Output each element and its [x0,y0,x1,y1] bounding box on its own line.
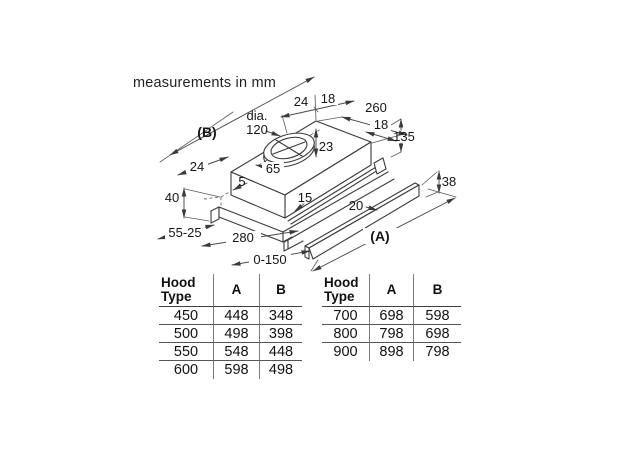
table-cell: 900 [333,344,358,360]
table-cell: 450 [159,307,213,325]
dim-label-18-right: 18 [374,117,388,132]
dim-label-24-top: 24 [294,94,308,109]
table-cell: 348 [260,307,302,325]
dimension-labels: (B) 24 18 260 dia. 120 18 135 23 24 5 65… [165,91,456,267]
leader-5 [232,182,248,191]
table-cell: 798 [425,344,450,360]
dim-label-65: 65 [266,161,280,176]
dim-label-A: (A) [370,228,389,244]
telescopic-rail [287,163,382,222]
table-cell: 548 [213,343,260,361]
table-cell: 800 [322,325,369,343]
dim-label-20: 20 [349,198,363,213]
table-cell: 700 [322,307,369,325]
dim-label-B: (B) [197,124,216,140]
table-cell: 448 [260,343,302,361]
dim-line-18-right [365,131,397,142]
leader-15 [294,203,305,212]
dim-label-23: 23 [319,139,333,154]
handle-bar-cap [304,245,310,260]
table-cell: 598 [213,361,260,379]
table-cell: 798 [369,325,414,343]
table-cell: 898 [369,343,414,361]
dim-label-15: 15 [298,190,312,205]
header-cell: B [260,274,302,307]
dim-label-dia: dia. [247,108,268,123]
dim-label-24-left: 24 [190,159,204,174]
dim-label-135: 135 [393,129,415,144]
dim-label-120: 120 [246,122,268,137]
table-cell: 550 [159,343,213,361]
table-cell: 498 [268,362,294,378]
dim-label-260: 260 [365,100,387,115]
header-cell: Hood Type [322,274,369,307]
slab-left-cap [210,206,220,224]
header-cell: A [369,274,414,307]
telescopic-rail [290,166,384,225]
dim-label-0-150: 0-150 [253,252,286,267]
dim-line-B [169,76,315,156]
dim-label-55-25: 55-25 [168,225,201,240]
table-cell: 448 [213,307,260,325]
hood-left-face [230,171,286,219]
hidden-edges [203,190,232,209]
table-cell: 500 [159,325,213,343]
header-cell: Hood Type [159,274,213,307]
dim-label-18-top: 18 [321,91,335,106]
mounting-bracket [373,157,387,175]
dim-label-280: 280 [232,230,254,245]
table-cell: 598 [414,307,461,325]
leader-dia-120 [265,130,281,137]
dim-label-40: 40 [165,190,179,205]
table-cell: 698 [369,307,414,325]
table-cell: 498 [213,325,260,343]
table-cell: 600 [173,362,199,378]
drawer-left-cap [283,239,289,252]
table-cell: 398 [260,325,302,343]
dim-label-5: 5 [238,174,245,189]
dim-label-38: 38 [442,174,456,189]
header-cell: B [414,274,461,307]
dim-line-24-18-top [280,100,355,118]
table-cell: 698 [414,325,461,343]
header-cell: A [213,274,260,307]
